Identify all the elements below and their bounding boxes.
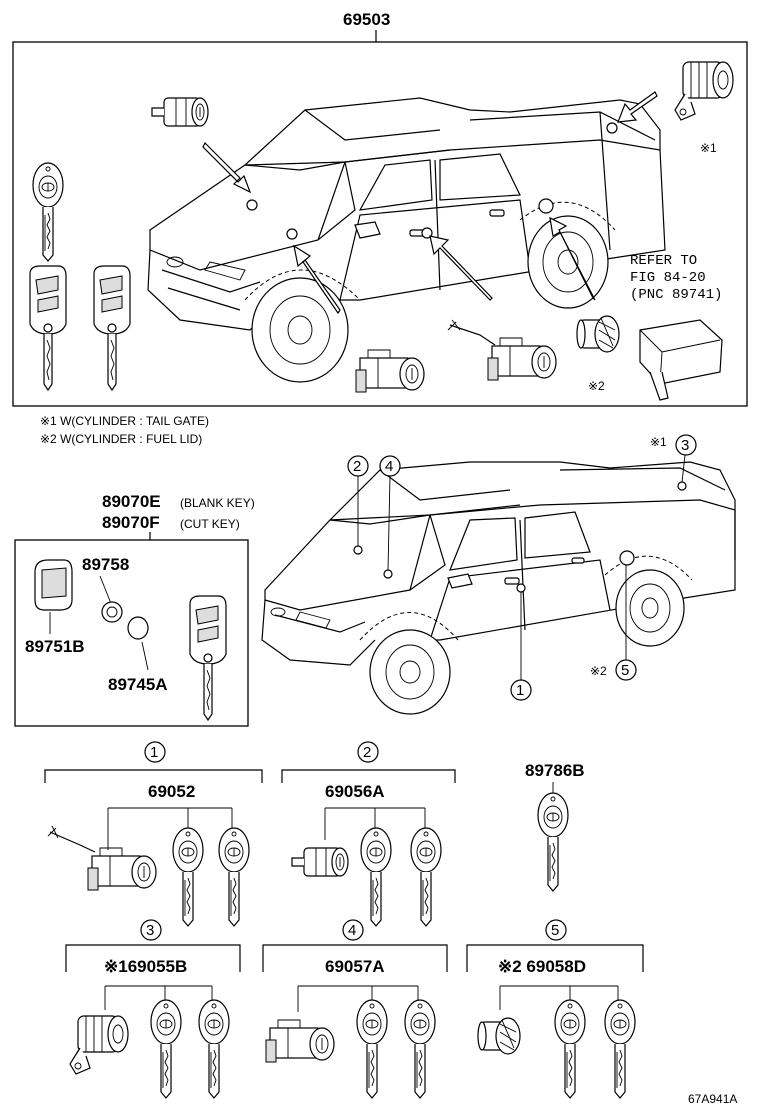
footnote-2: ※2 W(CYLINDER : FUEL LID) xyxy=(40,432,202,446)
tailgate-cylinder-top xyxy=(674,61,734,121)
set-1-key-1 xyxy=(172,827,204,927)
truck-illustration-lower xyxy=(261,461,736,715)
part-89758: 89758 xyxy=(82,555,129,574)
key-shell xyxy=(34,559,73,611)
ignition-location-dot xyxy=(246,199,258,211)
set-5-key-2 xyxy=(604,999,636,1099)
assembly-frame xyxy=(12,41,748,407)
set-5-leaders xyxy=(499,985,619,1010)
tailgate-location-dot xyxy=(606,122,618,134)
set-3-part-number: ※169055B xyxy=(104,957,187,976)
set-4-key-2 xyxy=(404,999,436,1099)
master-key-top xyxy=(32,162,64,262)
callout-1-text: 1 xyxy=(516,682,524,699)
ignition-cylinder-top xyxy=(151,97,209,127)
set-5-key-1 xyxy=(554,999,586,1099)
set-4-key-1 xyxy=(356,999,388,1099)
blank-key-part-number: 89070E xyxy=(102,492,161,511)
set-3-bracket xyxy=(65,944,241,972)
fuel-lid-cylinder-top xyxy=(576,315,620,353)
fuel-lid-location-dot xyxy=(538,198,554,214)
cut-key-label: (CUT KEY) xyxy=(180,517,240,531)
set-4-number: 4 xyxy=(348,922,356,939)
set-3-key-1 xyxy=(150,999,182,1099)
set-2-key-2 xyxy=(410,827,442,927)
set-4-part-number: 69057A xyxy=(325,957,385,976)
fuel-lid-mark: ※2 xyxy=(588,379,605,393)
callout-3-mark: ※1 xyxy=(650,435,667,449)
callout-4-text: 4 xyxy=(385,458,393,475)
location-arrows xyxy=(202,91,658,315)
set-2-leaders xyxy=(324,807,426,840)
set-5-bracket xyxy=(466,944,644,972)
remote-key-box xyxy=(189,595,227,721)
battery xyxy=(127,616,149,640)
set-3-key-2 xyxy=(198,999,230,1099)
set-3-leaders xyxy=(104,985,213,1010)
door-location-dot-left xyxy=(286,228,298,240)
set-2-key-1 xyxy=(360,827,392,927)
footnote-1: ※1 W(CYLINDER : TAIL GATE) xyxy=(40,414,209,428)
part-89745a: 89745A xyxy=(108,675,168,694)
set-1-part-number: 69052 xyxy=(148,782,195,801)
part-89745a-leader xyxy=(141,641,149,671)
set-5-number: 5 xyxy=(551,922,559,939)
cut-key-part-number: 89070F xyxy=(102,513,160,532)
set-4-bracket xyxy=(262,944,448,972)
set-2-number: 2 xyxy=(363,744,371,761)
callout-5-mark: ※2 xyxy=(590,664,607,678)
battery-holder xyxy=(101,601,123,623)
key-parts-frame xyxy=(14,539,249,727)
set-1-number: 1 xyxy=(150,744,158,761)
set-3-tailgate-cylinder xyxy=(69,1015,129,1075)
remote-key-top-2 xyxy=(93,265,131,391)
set-5-part-number: ※2 69058D xyxy=(498,957,586,976)
assembly-part-number: 69503 xyxy=(343,10,390,29)
set-4-door-cylinder xyxy=(265,1019,335,1063)
control-module xyxy=(639,319,723,401)
set-1-key-2 xyxy=(218,827,250,927)
lower-callouts xyxy=(353,454,687,680)
refer-line-2: FIG 84-20 xyxy=(630,270,706,286)
callout-3-text: 3 xyxy=(681,437,689,454)
set-1-bracket xyxy=(44,769,263,783)
set-2-part-number: 69056A xyxy=(325,782,385,801)
set-1-leaders xyxy=(107,807,233,850)
door-lock-assy-top xyxy=(447,319,557,381)
blank-key-label: (BLANK KEY) xyxy=(180,496,255,510)
spare-key xyxy=(537,792,569,892)
part-89758-leader xyxy=(99,575,113,607)
door-cylinder-top xyxy=(355,349,425,393)
tailgate-mark: ※1 xyxy=(700,141,717,155)
set-4-leaders xyxy=(297,985,419,1012)
part-89751b: 89751B xyxy=(25,637,85,656)
spare-key-part-number: 89786B xyxy=(525,761,585,780)
set-2-bracket xyxy=(281,769,456,783)
set-3-number: 3 xyxy=(146,922,154,939)
set-2-ignition-cylinder xyxy=(291,847,349,877)
refer-line-3: (PNC 89741) xyxy=(630,287,722,303)
refer-line-1: REFER TO xyxy=(630,253,697,269)
diagram-code: 67A941A xyxy=(688,1092,737,1106)
set-1-door-lock xyxy=(47,825,157,891)
remote-key-top-1 xyxy=(29,265,67,391)
truck-illustration-top xyxy=(147,97,666,383)
callout-5-text: 5 xyxy=(621,662,629,679)
set-5-fuel-lid-cylinder xyxy=(477,1017,521,1055)
callout-2-text: 2 xyxy=(353,458,361,475)
